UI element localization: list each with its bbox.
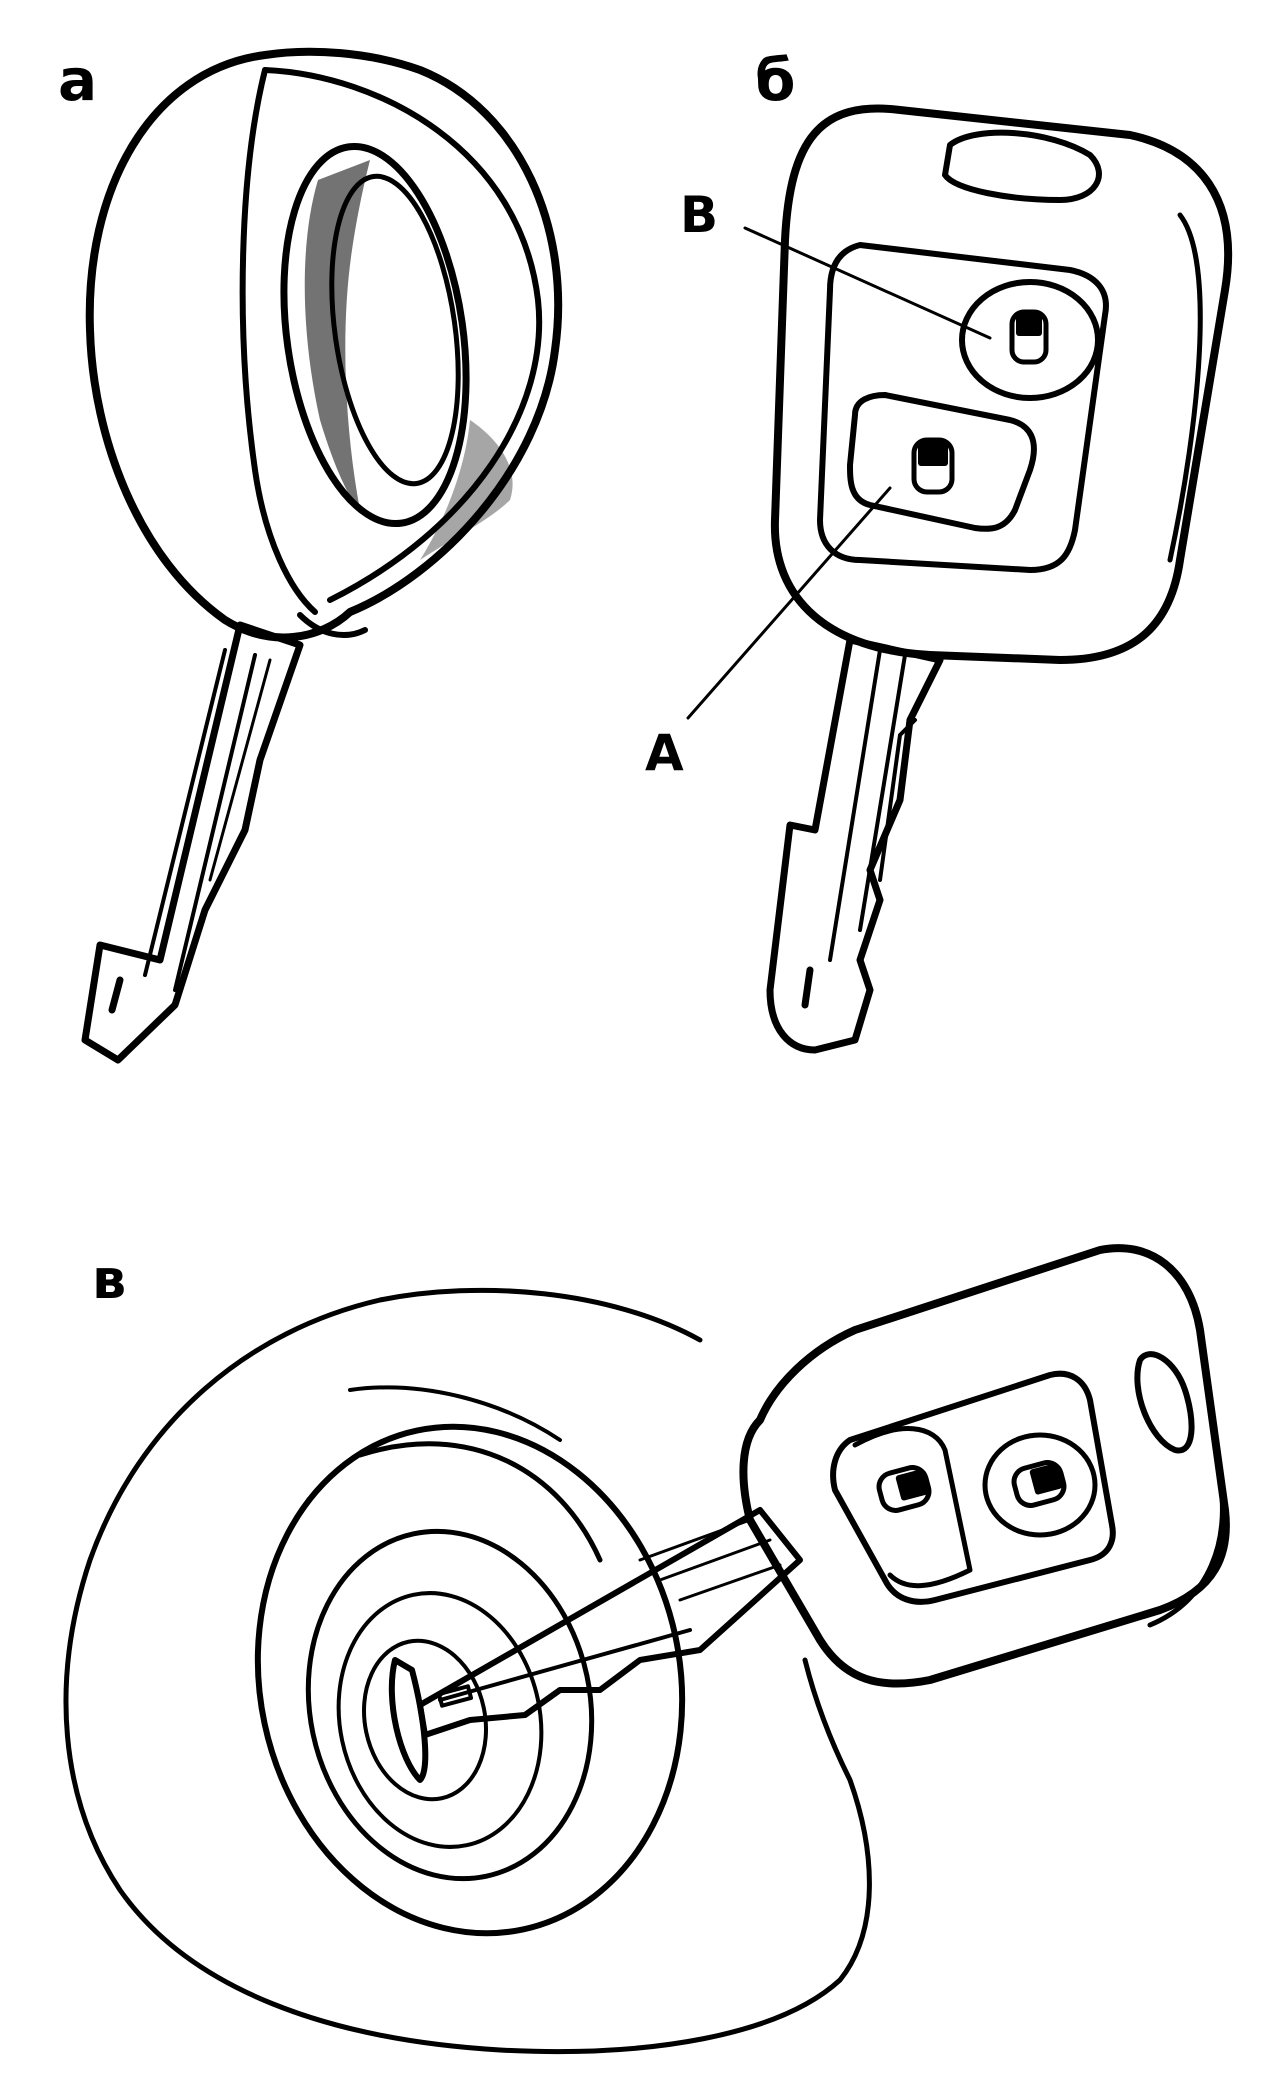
callout-a-leader [686, 486, 892, 720]
panel-v-label: в [92, 1248, 126, 1311]
panel-v: в [63, 1244, 1230, 2055]
plain-key-blade [81, 621, 304, 1064]
inserted-remote-fob [739, 1244, 1230, 1688]
remote-key-blade [766, 636, 944, 1054]
panel-b-label: б [755, 46, 796, 114]
ignition-lock [254, 1423, 686, 1937]
remote-key-fob [770, 104, 1233, 664]
steering-column-shroud [63, 1287, 872, 2055]
callout-a: A [645, 486, 892, 782]
lower-button [847, 392, 1037, 532]
callout-a-label: A [645, 724, 684, 782]
inserted-key-blade [417, 1507, 803, 1738]
callout-b: B [680, 186, 992, 340]
callout-b-leader [743, 226, 992, 340]
panel-a-label: а [58, 46, 97, 114]
fob-unlock-icon [1011, 1460, 1067, 1508]
callout-b-label: B [680, 186, 718, 244]
fob-round-button [982, 1432, 1098, 1538]
panel-b: б B [645, 46, 1233, 1054]
unlock-icon [1009, 309, 1049, 365]
fob-lock-icon [876, 1465, 932, 1513]
lock-icon [911, 437, 955, 495]
upper-button [959, 279, 1101, 401]
panel-a: а [58, 46, 563, 1064]
plain-key-head [85, 47, 563, 642]
